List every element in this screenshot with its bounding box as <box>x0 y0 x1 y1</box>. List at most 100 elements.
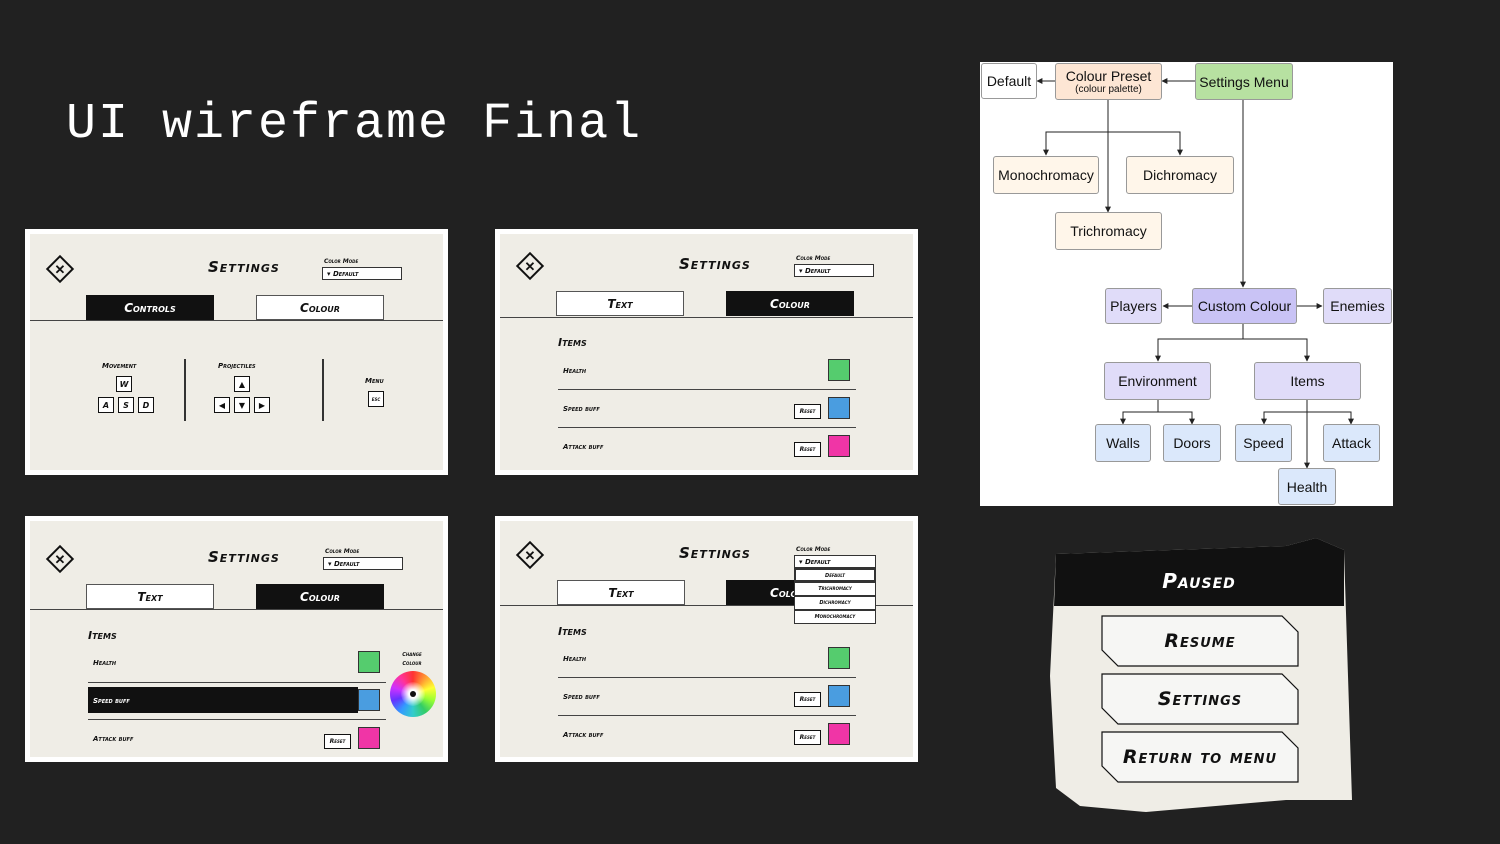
health-label: Health <box>563 367 587 375</box>
dropdown-option-trichromacy[interactable]: Trichromacy <box>794 582 876 596</box>
close-icon[interactable]: ✕ <box>45 544 75 574</box>
paper-background: ✕ Settings Text Colour Items Health Spee… <box>500 521 913 757</box>
row-divider <box>558 677 856 678</box>
node-settings-menu: Settings Menu <box>1195 63 1293 100</box>
color-mode-label: Color Mode <box>325 548 360 555</box>
node-monochromacy: Monochromacy <box>993 156 1099 194</box>
key-d: D <box>138 397 154 413</box>
movement-label: Movement <box>102 362 137 370</box>
reset-button[interactable]: Reset <box>794 692 821 707</box>
divider <box>30 320 443 321</box>
tab-colour[interactable]: Colour <box>726 291 854 316</box>
row-divider <box>88 719 386 720</box>
node-default: Default <box>981 63 1037 99</box>
reset-button[interactable]: Reset <box>794 730 821 745</box>
node-custom-colour: Custom Colour <box>1192 288 1297 324</box>
row-divider <box>558 427 856 428</box>
node-walls: Walls <box>1095 424 1151 462</box>
close-icon[interactable]: ✕ <box>515 540 545 570</box>
speed-swatch[interactable] <box>828 397 850 419</box>
tab-controls[interactable]: Controls <box>86 295 214 320</box>
tab-colour[interactable]: Colour <box>256 584 384 609</box>
dropdown-option-default[interactable]: Default <box>794 568 876 582</box>
settings-title: Settings <box>679 544 751 562</box>
node-dichromacy: Dichromacy <box>1126 156 1234 194</box>
paper-background: ✕ Settings Color Mode ▾ Default Text Col… <box>30 521 443 757</box>
color-mode-select[interactable]: ▾ Default <box>322 267 402 280</box>
dropdown-option-monochromacy[interactable]: Monochromacy <box>794 610 876 624</box>
speed-buff-label: Speed buff <box>93 697 130 705</box>
node-players: Players <box>1105 288 1162 324</box>
paper-background: ✕ Settings Color Mode ▾ Default Text Col… <box>500 234 913 470</box>
attack-buff-label: Attack buff <box>563 443 604 451</box>
row-divider <box>558 389 856 390</box>
change-colour-label: Change Colour <box>402 652 422 667</box>
reset-button[interactable]: Reset <box>794 404 821 419</box>
node-trichromacy: Trichromacy <box>1055 212 1162 250</box>
health-swatch[interactable] <box>828 647 850 669</box>
node-health: Health <box>1278 468 1336 505</box>
key-left: ◀ <box>214 397 230 413</box>
divider <box>500 317 913 318</box>
reset-button[interactable]: Reset <box>324 734 351 749</box>
colour-wheel-icon[interactable] <box>390 671 436 717</box>
dropdown-option-dichromacy[interactable]: Dichromacy <box>794 596 876 610</box>
tab-text[interactable]: Text <box>86 584 214 609</box>
settings-title: Settings <box>679 255 751 273</box>
tab-text[interactable]: Text <box>557 580 685 605</box>
return-to-menu-button[interactable]: Return to menu <box>1122 746 1278 768</box>
health-label: Health <box>93 659 117 667</box>
color-mode-select[interactable]: ▾ Default <box>323 557 403 570</box>
node-attack: Attack <box>1323 424 1380 462</box>
key-down: ▼ <box>234 397 250 413</box>
health-label: Health <box>563 655 587 663</box>
node-speed: Speed <box>1235 424 1292 462</box>
health-swatch[interactable] <box>828 359 850 381</box>
speed-buff-label: Speed buff <box>563 693 600 701</box>
resume-button[interactable]: Resume <box>1164 630 1236 652</box>
settings-controls-panel: ✕ Settings Color Mode ▾ Default Controls… <box>25 229 448 475</box>
attack-swatch[interactable] <box>358 727 380 749</box>
color-mode-label: Color Mode <box>796 255 831 262</box>
speed-swatch[interactable] <box>828 685 850 707</box>
tab-text[interactable]: Text <box>556 291 684 316</box>
node-enemies: Enemies <box>1323 288 1392 324</box>
attack-swatch[interactable] <box>828 435 850 457</box>
row-divider <box>88 682 386 683</box>
settings-dropdown-panel: ✕ Settings Text Colour Items Health Spee… <box>495 516 918 762</box>
tab-colour[interactable]: Colour <box>256 295 384 320</box>
pause-menu-shape <box>1050 538 1352 812</box>
close-icon[interactable]: ✕ <box>515 251 545 281</box>
key-w: W <box>116 376 132 392</box>
color-mode-select[interactable]: ▾ Default <box>794 555 876 568</box>
node-doors: Doors <box>1163 424 1221 462</box>
edge <box>1155 324 1244 362</box>
key-up: ▲ <box>234 376 250 392</box>
attack-swatch[interactable] <box>828 723 850 745</box>
settings-title: Settings <box>208 258 280 276</box>
edge <box>1158 411 1195 425</box>
color-mode-select[interactable]: ▾ Default <box>794 264 874 277</box>
speed-buff-row-selected[interactable] <box>88 687 358 713</box>
divider <box>30 609 443 610</box>
key-s: S <box>118 397 134 413</box>
key-a: A <box>98 397 114 413</box>
edge <box>1120 400 1159 425</box>
close-icon[interactable]: ✕ <box>45 254 75 284</box>
health-swatch[interactable] <box>358 651 380 673</box>
settings-colour-wheel-panel: ✕ Settings Color Mode ▾ Default Text Col… <box>25 516 448 762</box>
edge <box>1261 400 1308 425</box>
settings-button[interactable]: Settings <box>1157 688 1243 710</box>
items-section-title: Items <box>558 336 587 349</box>
separator <box>322 359 324 421</box>
paused-title: Paused <box>1162 569 1236 593</box>
attack-buff-label: Attack buff <box>563 731 604 739</box>
reset-button[interactable]: Reset <box>794 442 821 457</box>
page-title: UI wireframe Final <box>66 96 643 153</box>
divider <box>500 605 913 606</box>
node-colour-preset: Colour Preset(colour palette) <box>1055 63 1162 100</box>
color-mode-label: Color Mode <box>324 258 359 265</box>
node-items: Items <box>1254 362 1361 400</box>
speed-swatch[interactable] <box>358 689 380 711</box>
items-section-title: Items <box>558 625 587 638</box>
